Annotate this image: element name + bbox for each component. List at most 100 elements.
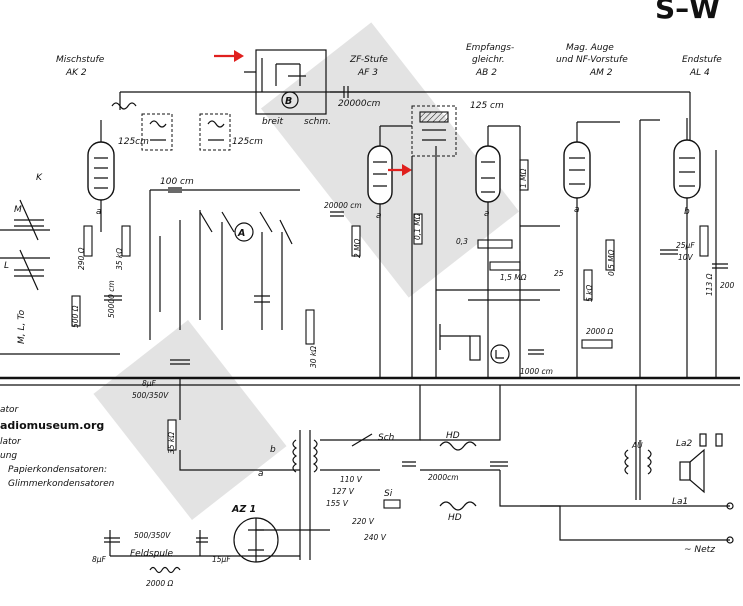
label-si: Si [384,489,393,499]
stage-zf-name: ZF-Stufe [349,55,388,65]
marker-a: A [237,228,245,239]
label-c-25uf: 25µF [676,241,695,250]
switch-b-breit: breit [262,117,283,127]
label-100cm: 100 cm [160,177,194,187]
label-r-35k-b: 35 kΩ [167,432,176,454]
svg-text:b: b [684,207,690,217]
stage-endstufe-tube: AL 4 [689,68,710,78]
stage-empfang-tube: AB 2 [475,68,497,78]
label-v127: 127 V [332,487,355,496]
switch-b-schm: schm. [304,117,331,127]
label-v240: 240 V [364,533,387,542]
label-hd-2: HD [448,513,462,523]
stage-magauge-tube: AM 2 [589,68,613,78]
label-c-10v: 10V [678,253,694,262]
power-supply: AZ 1 HD HD 2000cm Sch 110 V 127 V 155 V … [92,378,734,588]
label-v110: 110 V [340,475,363,484]
stage-endstufe-name: Endstufe [682,55,722,65]
label-a: a [258,469,264,479]
label-r-113: 113 Ω [705,273,714,296]
label-r-500: 500 Ω [71,305,80,328]
output-stage: AÜ La1 La2 [624,385,723,507]
label-feldspule: Feldspule [130,549,174,559]
stage-zf-tube: AF 3 [357,68,378,78]
stage-magauge-line2: und NF-Vorstufe [556,55,628,65]
label-r-15m: 1,5 MΩ [500,273,527,282]
legend-l4: Papierkondensatoren: [8,465,107,475]
label-b: b [270,445,276,455]
label-r-05m: 0,5 MΩ [607,249,616,276]
tuning-section: 100 cm A [149,177,300,340]
switch-b-letter: B [285,96,292,107]
label-hd-1: HD [446,431,460,441]
svg-text:a: a [574,205,580,215]
label-c-20000-zf: 20000 cm [324,201,362,210]
watermark [93,22,520,520]
label-r-35k: 35 kΩ [115,248,124,270]
if-transformer-2: 125 cm [411,101,504,157]
label-la2: La2 [676,439,693,449]
label-v220: 220 V [352,517,375,526]
label-c-15uf: 15µF [212,555,231,564]
stage-empfang-line2: gleichr. [472,55,505,65]
signal-wiring [379,119,717,378]
capacitor-bank: 50000 cm 20000 cm 25µF 10V 200 8µF 500/3… [104,201,735,400]
magic-eye-indicator [439,324,510,364]
stage-mischstufe-tube: AK 2 [65,68,87,78]
legend-site: adiomuseum.org [0,419,104,432]
label-r-290: 290 Ω [77,247,86,270]
label-sch: Sch [378,433,395,443]
label-r-03: 0,3 [456,237,468,246]
label-r-2000: 2000 Ω [586,327,613,336]
tube-af3: a [367,126,393,232]
label-au: AÜ [631,441,643,450]
if-transformer-1: 125cm 125cm [118,113,263,151]
tube-am2: a [563,122,591,228]
legend-l3: ung [0,451,17,461]
label-r-25: 25 [554,269,564,278]
legend-l5: Glimmerkondensatoren [8,479,115,489]
label-feld-r: 2000 Ω [146,579,173,588]
label-c-50000: 50000 cm [107,280,116,318]
stage-headings: Mischstufe AK 2 ZF-Stufe AF 3 Empfangs- … [56,43,722,78]
legend-l2: lator [0,437,22,447]
label-125cm-b: 125cm [232,137,263,147]
tube-al4: b [673,118,701,228]
label-az1: AZ 1 [231,504,256,515]
label-r-2m: 2 MΩ [353,238,362,258]
label-r-1m: 1 MΩ [519,168,528,188]
stage-mischstufe-name: Mischstufe [56,55,105,65]
svg-text:a: a [96,207,102,217]
legend-l1: ator [0,405,20,415]
label-125cm-c: 125 cm [470,101,504,111]
left-label-k: K [36,173,43,183]
legend-fragments: ator adiomuseum.org lator ung Papierkond… [0,405,115,489]
red-arrow-top [214,50,244,62]
coupling-cap-20000cm: 20000cm [330,86,381,109]
stage-empfang-line1: Empfangs- [466,43,514,53]
label-125cm-a: 125cm [118,137,149,147]
band-switch-b: B breit schm. [244,49,331,127]
svg-text:a: a [376,211,382,221]
corner-title: S–W [655,0,720,25]
label-c-1000cm: 1000 cm [520,367,553,376]
label-c-200: 200 [720,281,735,290]
resistor-bank: 290 Ω 35 kΩ 500 Ω 30 kΩ 2 MΩ 0,1 MΩ 1 MΩ… [71,159,714,454]
label-netz: ~ Netz [684,545,715,555]
buses [0,91,740,386]
left-label-mlto: M, L, To [17,309,27,344]
label-c-500-350-bottom: 500/350V [134,531,171,540]
label-v155: 155 V [326,499,349,508]
svg-text:a: a [484,209,490,219]
stage-magauge-line1: Mag. Auge [566,43,614,53]
label-20000cm: 20000cm [338,99,381,109]
label-r-30k: 30 kΩ [309,346,318,368]
label-c-2000cm: 2000cm [428,473,459,482]
left-label-m: M [14,205,22,215]
label-la1: La1 [672,497,688,507]
label-c-8uf-bottom: 8µF [92,555,107,564]
left-label-l: L [4,261,9,271]
label-c-500-350-top: 500/350V [132,391,169,400]
label-r-5k: 5 kΩ [585,285,594,302]
